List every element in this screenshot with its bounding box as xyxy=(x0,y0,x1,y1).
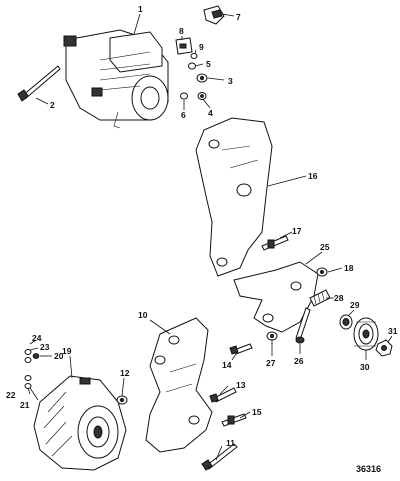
idler-bracket xyxy=(233,261,319,333)
callout-9: 9 xyxy=(199,42,204,52)
starter-bolt xyxy=(17,65,61,102)
callout-6: 6 xyxy=(181,110,186,120)
callout-4: 4 xyxy=(208,108,213,118)
starter-motor xyxy=(63,29,169,129)
idler-bushing xyxy=(339,314,353,330)
stud-15 xyxy=(221,413,247,427)
bolt-13 xyxy=(209,387,237,403)
callout-1: 1 xyxy=(138,4,143,14)
alternator-bracket xyxy=(145,317,213,453)
solenoid-terminal xyxy=(175,37,193,55)
callout-3: 3 xyxy=(228,76,233,86)
alternator xyxy=(33,375,127,471)
figure-number: 36316 xyxy=(356,464,381,474)
bracket-stud xyxy=(261,235,289,251)
callout-12: 12 xyxy=(120,368,130,378)
callout-25: 25 xyxy=(320,242,330,252)
callout-21: 21 xyxy=(20,400,30,410)
callout-11: 11 xyxy=(226,438,235,448)
callout-27: 27 xyxy=(266,358,276,368)
callout-18: 18 xyxy=(344,263,354,273)
pulley-nut xyxy=(375,339,393,357)
bolt-14 xyxy=(229,343,253,355)
alternator-terminal-nuts xyxy=(24,349,40,389)
leader-lines xyxy=(27,13,393,461)
callout-2: 2 xyxy=(50,100,55,110)
callout-5: 5 xyxy=(206,59,211,69)
callout-8: 8 xyxy=(179,26,184,36)
callout-labels: 1 2 3 4 5 6 7 8 9 10 11 12 13 14 15 16 1… xyxy=(6,4,398,474)
callout-10: 10 xyxy=(138,310,148,320)
upper-mounting-bracket xyxy=(195,117,273,277)
callout-28: 28 xyxy=(334,293,344,303)
callout-20: 20 xyxy=(54,351,64,361)
callout-19: 19 xyxy=(62,346,72,356)
callout-22: 22 xyxy=(6,390,16,400)
bolt-11 xyxy=(201,443,238,471)
nut-18 xyxy=(316,267,328,277)
callout-16: 16 xyxy=(308,171,318,181)
idler-bolt xyxy=(295,307,311,344)
callout-14: 14 xyxy=(222,360,232,370)
idler-pulley xyxy=(353,317,379,351)
callout-24: 24 xyxy=(32,333,42,343)
callout-31: 31 xyxy=(388,326,398,336)
callout-17: 17 xyxy=(292,226,302,236)
terminal-boot xyxy=(203,5,225,25)
callout-30: 30 xyxy=(360,362,370,372)
callout-7: 7 xyxy=(236,12,241,22)
callout-29: 29 xyxy=(350,300,360,310)
washer-27 xyxy=(266,331,278,341)
callout-15: 15 xyxy=(252,407,262,417)
callout-26: 26 xyxy=(294,356,304,366)
callout-13: 13 xyxy=(236,380,246,390)
callout-23: 23 xyxy=(40,342,50,352)
starter-fasteners xyxy=(180,53,208,100)
